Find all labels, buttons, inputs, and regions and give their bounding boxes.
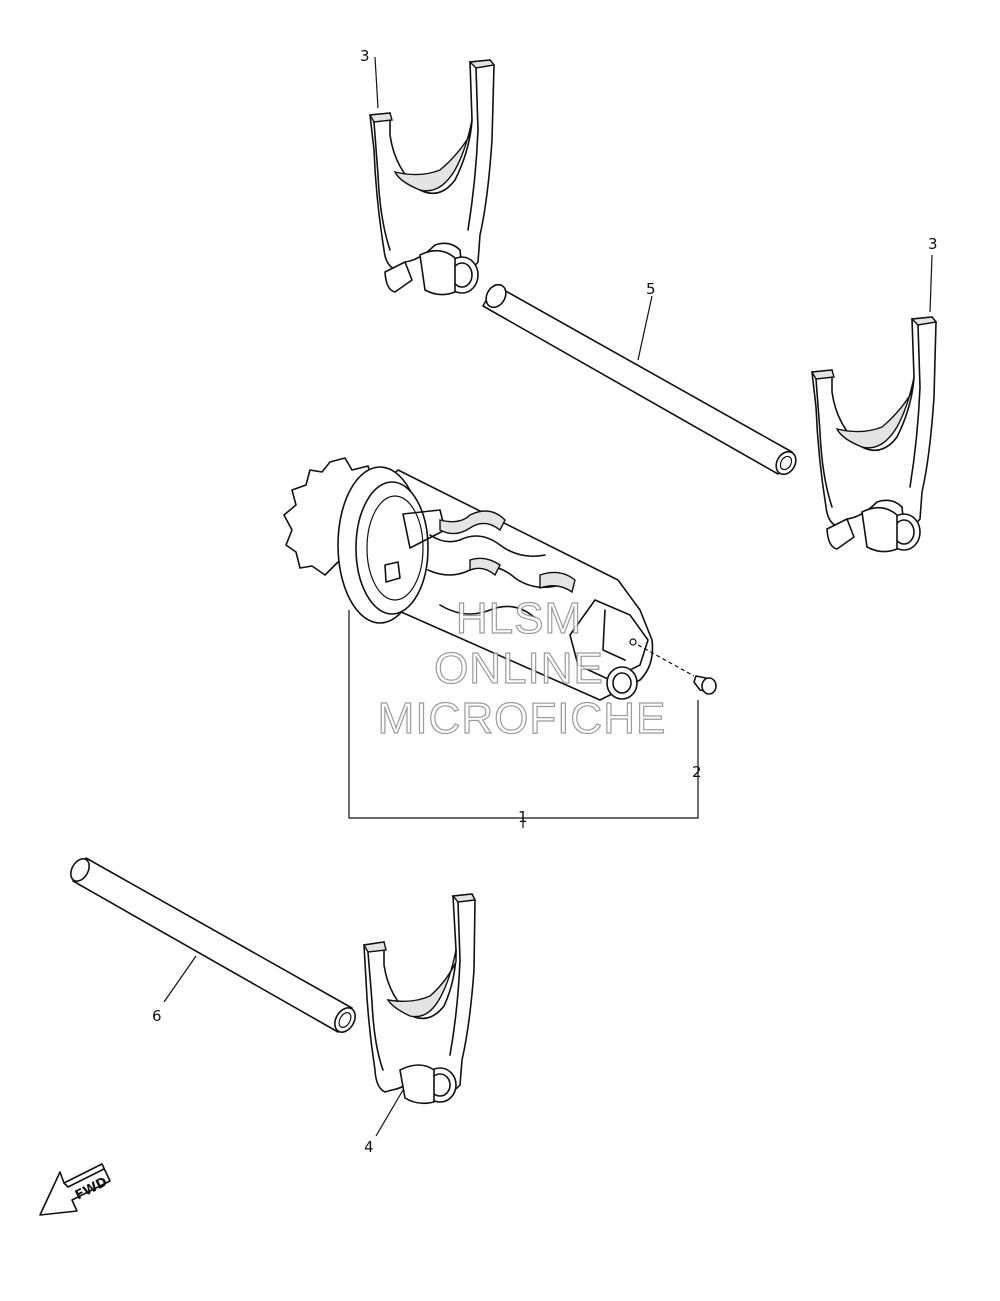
watermark: HLSM ONLINE MICROFICHE (377, 593, 667, 743)
assembly-bracket (348, 610, 699, 828)
fork-shaft-5[interactable] (482, 281, 800, 478)
watermark-line-2: ONLINE (434, 644, 604, 693)
shift-fork-top[interactable] (368, 56, 496, 296)
fwd-arrow-icon: FWD (39, 1163, 111, 1216)
shift-fork-right[interactable] (810, 254, 938, 553)
label-part-6: 6 (152, 1007, 162, 1025)
screw-2[interactable] (637, 644, 717, 695)
shift-drum-assembly[interactable] (283, 457, 654, 701)
label-part-2: 2 (692, 763, 702, 781)
label-part-1: 1 (518, 808, 528, 826)
label-part-3-top: 3 (360, 47, 370, 65)
watermark-line-1: HLSM (456, 594, 582, 643)
shift-fork-4[interactable] (362, 893, 477, 1137)
fork-shaft-6[interactable] (67, 856, 359, 1036)
watermark-line-3: MICROFICHE (378, 694, 667, 743)
label-part-3-right: 3 (928, 235, 938, 253)
label-part-5: 5 (646, 280, 656, 298)
label-part-4: 4 (364, 1138, 374, 1156)
